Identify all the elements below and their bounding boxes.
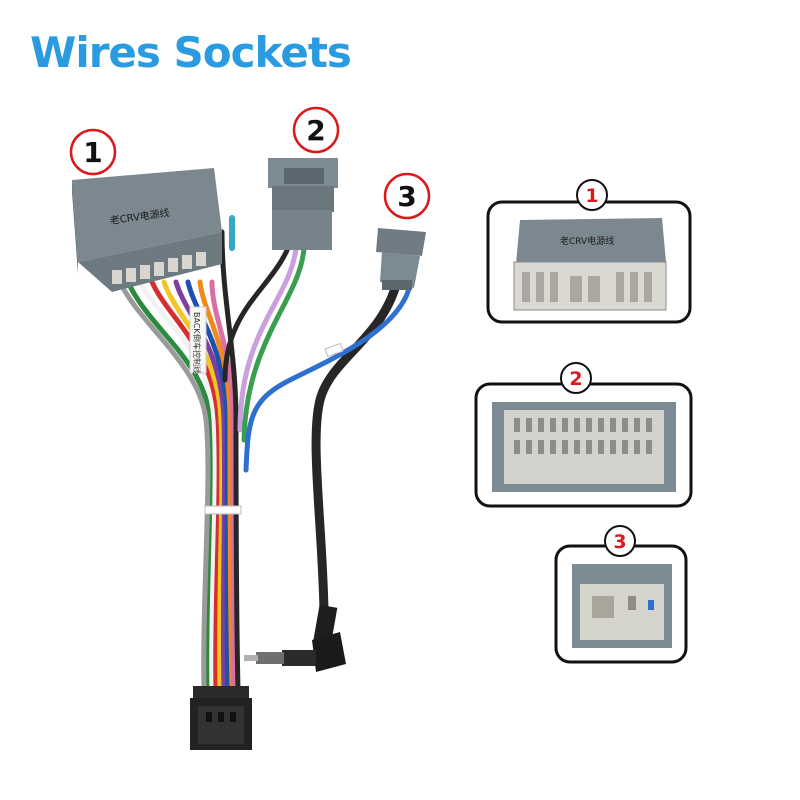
cable-tie bbox=[324, 342, 344, 358]
closeup-badge-3: 3 bbox=[604, 525, 636, 557]
svg-text:老CRV电源线: 老CRV电源线 bbox=[560, 235, 614, 247]
svg-text:倒车控制线: 倒车控制线 bbox=[192, 334, 202, 374]
page-title: Wires Sockets bbox=[30, 28, 352, 77]
svg-text:1: 1 bbox=[585, 185, 598, 207]
connector-2 bbox=[268, 158, 338, 250]
closeup-badge-2: 2 bbox=[560, 362, 592, 394]
connector-3 bbox=[376, 228, 426, 290]
svg-text:2: 2 bbox=[306, 114, 325, 147]
svg-text:1: 1 bbox=[83, 136, 102, 169]
closeup-panel-2 bbox=[474, 382, 693, 508]
antenna-adapter bbox=[244, 604, 346, 672]
closeup-badge-1: 1 bbox=[576, 179, 608, 211]
closeup-panel-3 bbox=[554, 544, 688, 664]
cable-tie bbox=[204, 505, 242, 515]
iso-plug bbox=[190, 686, 252, 750]
harness-badge-3: 3 bbox=[383, 172, 431, 220]
harness-badge-2: 2 bbox=[292, 106, 340, 154]
back-wire-tag: BACK 倒车控制线 bbox=[189, 306, 207, 374]
svg-text:3: 3 bbox=[613, 531, 626, 553]
closeup-panel-1: 老CRV电源线 bbox=[486, 200, 692, 324]
svg-text:BACK: BACK bbox=[192, 312, 201, 334]
svg-text:3: 3 bbox=[397, 180, 416, 213]
connector-1: 老CRV电源线 bbox=[72, 168, 222, 292]
harness-badge-1: 1 bbox=[69, 128, 117, 176]
wire-bundle bbox=[117, 215, 413, 693]
svg-text:2: 2 bbox=[569, 368, 582, 390]
